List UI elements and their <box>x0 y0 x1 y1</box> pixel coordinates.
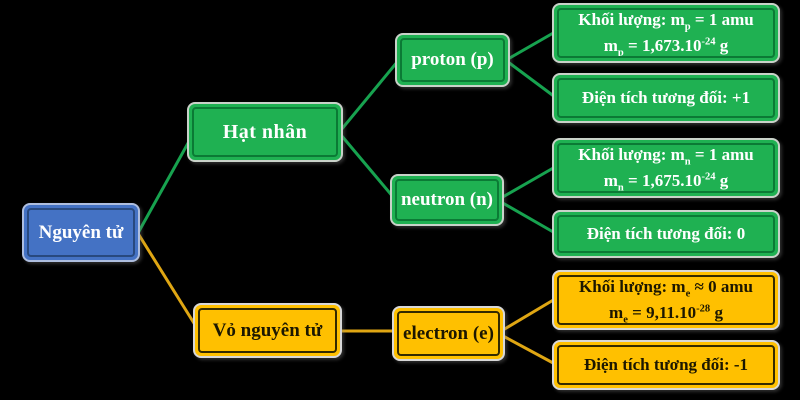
text-segment: m <box>609 303 624 322</box>
detail-electron-mass: Khối lượng: me ≈ 0 amu me = 9,11.10-28 g <box>552 270 780 330</box>
node-neutron: neutron (n) <box>390 174 504 226</box>
neutron-charge-text: Điện tích tương đối: 0 <box>586 223 746 243</box>
text-segment: ≈ 0 amu <box>690 276 753 296</box>
neutron-mass-line-2: mn = 1,675.10-24 g <box>604 168 729 194</box>
detail-neutron-charge: Điện tích tương đối: 0 <box>552 210 780 258</box>
subscript: n <box>617 182 624 194</box>
node-proton: proton (p) <box>395 33 510 87</box>
text-segment: = 1 amu <box>690 144 754 164</box>
connector-proton-charge <box>506 60 557 99</box>
text-segment: m <box>603 171 618 190</box>
proton-mass-line-1: Khối lượng: mp = 1 amu <box>578 7 753 33</box>
node-vo-nguyen-tu-label: Vỏ nguyên tử <box>212 319 323 341</box>
node-vo-nguyen-tu: Vỏ nguyên tử <box>193 303 342 358</box>
superscript: -28 <box>696 303 711 315</box>
detail-proton-charge: Điện tích tương đối: +1 <box>552 73 780 123</box>
detail-electron-charge: Điện tích tương đối: -1 <box>552 340 780 390</box>
text-segment: g <box>715 171 729 190</box>
connector-nucleus-proton <box>339 59 400 132</box>
detail-neutron-mass: Khối lượng: mn = 1 amu mn = 1,675.10-24 … <box>552 138 780 198</box>
connector-proton-mass <box>506 30 557 61</box>
connector-neutron-charge <box>499 200 557 235</box>
subscript: e <box>623 314 628 326</box>
neutron-mass-line-1: Khối lượng: mn = 1 amu <box>578 142 753 168</box>
electron-mass-line-2: me = 9,11.10-28 g <box>609 300 723 326</box>
text-segment: m <box>603 36 618 55</box>
subscript: p <box>684 21 691 33</box>
electron-mass-line-1: Khối lượng: me ≈ 0 amu <box>579 274 753 300</box>
connector-electron-mass <box>501 297 557 332</box>
text-segment: g <box>710 303 723 322</box>
connector-neutron-mass <box>499 165 557 200</box>
subscript: n <box>684 156 691 168</box>
text-segment: Khối lượng: m <box>578 144 685 164</box>
text-segment: = 1 amu <box>690 9 754 29</box>
text-segment: = 9,11.10 <box>627 303 697 322</box>
node-neutron-label: neutron (n) <box>400 189 494 210</box>
superscript: -24 <box>701 171 716 183</box>
connector-nucleus-neutron <box>339 133 396 200</box>
connector-electron-charge <box>501 334 557 366</box>
text-segment: Khối lượng: m <box>578 9 685 29</box>
proton-charge-text: Điện tích tương đối: +1 <box>581 87 751 107</box>
node-electron: electron (e) <box>392 306 505 361</box>
detail-proton-mass: Khối lượng: mp = 1 amu mp = 1,673.10-24 … <box>552 3 780 63</box>
node-nguyen-tu-label: Nguyên tử <box>38 221 124 243</box>
node-hat-nhan: Hạt nhân <box>187 102 343 162</box>
text-segment: Khối lượng: m <box>579 276 686 296</box>
connector-root-shell <box>137 233 199 330</box>
node-proton-label: proton (p) <box>411 49 494 70</box>
proton-mass-line-2: mp = 1,673.10-24 g <box>604 33 729 59</box>
node-nguyen-tu: Nguyên tử <box>22 203 140 262</box>
node-hat-nhan-label: Hạt nhân <box>222 120 308 143</box>
text-segment: g <box>715 36 729 55</box>
connector-root-nucleus <box>136 134 194 235</box>
text-segment: = 1,673.10 <box>623 36 702 55</box>
superscript: -24 <box>701 36 716 48</box>
subscript: e <box>685 288 691 300</box>
electron-charge-text: Điện tích tương đối: -1 <box>583 354 749 374</box>
node-electron-label: electron (e) <box>403 322 494 344</box>
text-segment: = 1,675.10 <box>623 171 702 190</box>
subscript: p <box>617 47 624 59</box>
